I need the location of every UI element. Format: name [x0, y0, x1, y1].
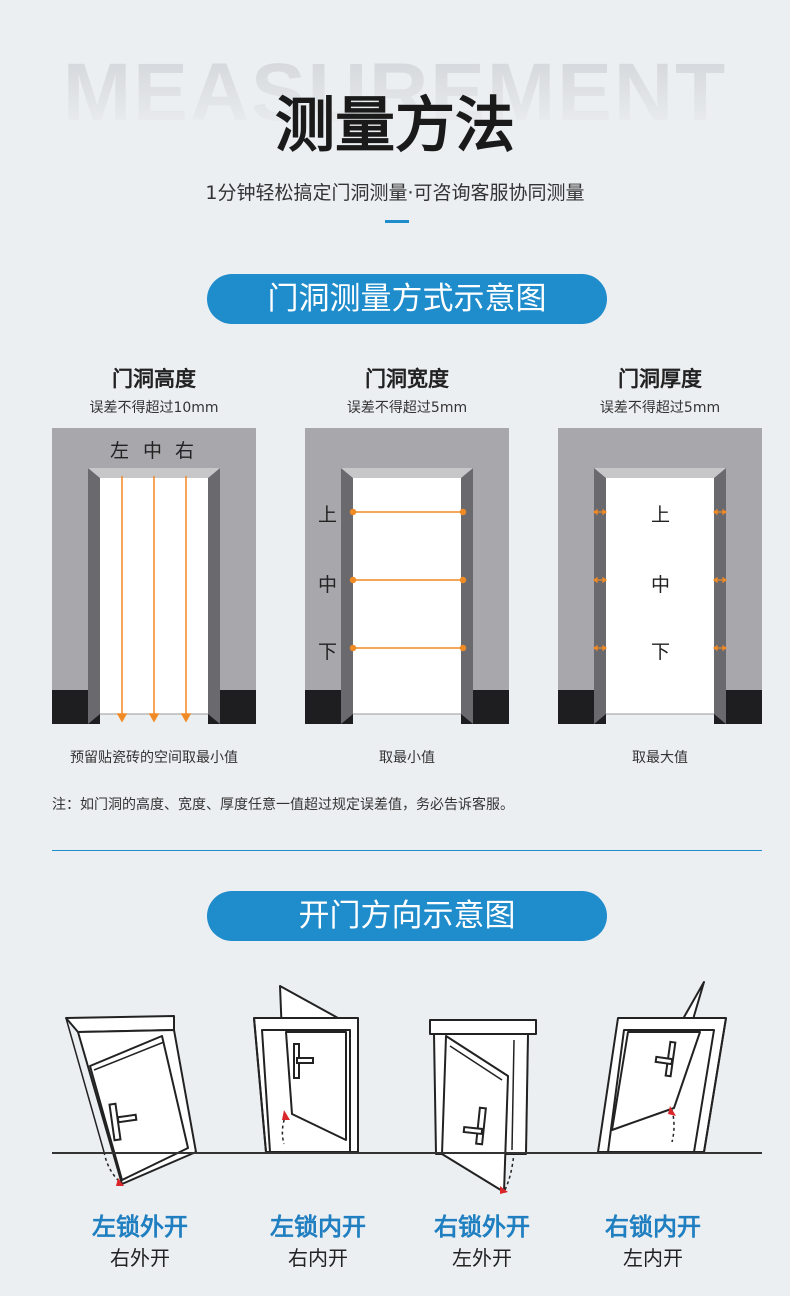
accent-bar	[385, 220, 409, 223]
col-sub-width: 误差不得超过5mm	[346, 400, 468, 416]
door-left-lock-inward-icon	[253, 985, 359, 1153]
height-label-left: 左	[110, 440, 130, 462]
col-sub-thickness: 误差不得超过5mm	[599, 400, 721, 416]
thickness-label-middle: 中	[651, 574, 671, 596]
col-foot-height: 预留贴瓷砖的空间取最小值	[70, 750, 238, 766]
door-thickness-diagram	[558, 428, 762, 724]
door-right-lock-inward-icon	[597, 981, 727, 1153]
height-label-right: 右	[175, 440, 195, 462]
background-watermark-word: MEASUREMENT	[0, 52, 790, 134]
height-label-middle: 中	[143, 440, 163, 462]
col-title-height: 门洞高度	[112, 367, 196, 391]
door-4-title: 右锁内开	[605, 1213, 701, 1241]
width-label-bottom: 下	[318, 641, 338, 663]
col-foot-thickness: 取最大值	[632, 750, 688, 766]
width-label-middle: 中	[318, 574, 338, 596]
door-height-diagram	[52, 428, 256, 724]
section-pill-opening-direction: 开门方向示意图	[207, 891, 607, 941]
section-divider	[52, 850, 762, 851]
measurement-note: 注：如门洞的高度、宽度、厚度任意一值超过规定误差值，务必告诉客服。	[52, 797, 514, 813]
ground-line	[52, 1152, 762, 1154]
door-1-sub: 右外开	[110, 1246, 170, 1270]
door-4-sub: 左内开	[623, 1246, 683, 1270]
door-3-title: 右锁外开	[434, 1213, 530, 1241]
section-pill-measurement: 门洞测量方式示意图	[207, 274, 607, 324]
door-right-lock-outward-icon	[429, 1019, 537, 1194]
door-3-sub: 左外开	[452, 1246, 512, 1270]
page-subtitle: 1分钟轻松搞定门洞测量·可咨询客服协同测量	[205, 182, 585, 204]
door-2-sub: 右内开	[288, 1246, 348, 1270]
page-title: 测量方法	[275, 91, 515, 161]
door-1-title: 左锁外开	[92, 1213, 188, 1241]
door-width-diagram	[305, 428, 509, 724]
door-2-title: 左锁内开	[270, 1213, 366, 1241]
width-label-top: 上	[318, 504, 338, 526]
door-left-lock-outward-icon	[65, 1015, 197, 1186]
col-title-thickness: 门洞厚度	[618, 367, 702, 391]
col-foot-width: 取最小值	[379, 750, 435, 766]
col-sub-height: 误差不得超过10mm	[89, 400, 219, 416]
thickness-label-bottom: 下	[651, 641, 671, 663]
thickness-label-top: 上	[651, 504, 671, 526]
col-title-width: 门洞宽度	[365, 367, 449, 391]
